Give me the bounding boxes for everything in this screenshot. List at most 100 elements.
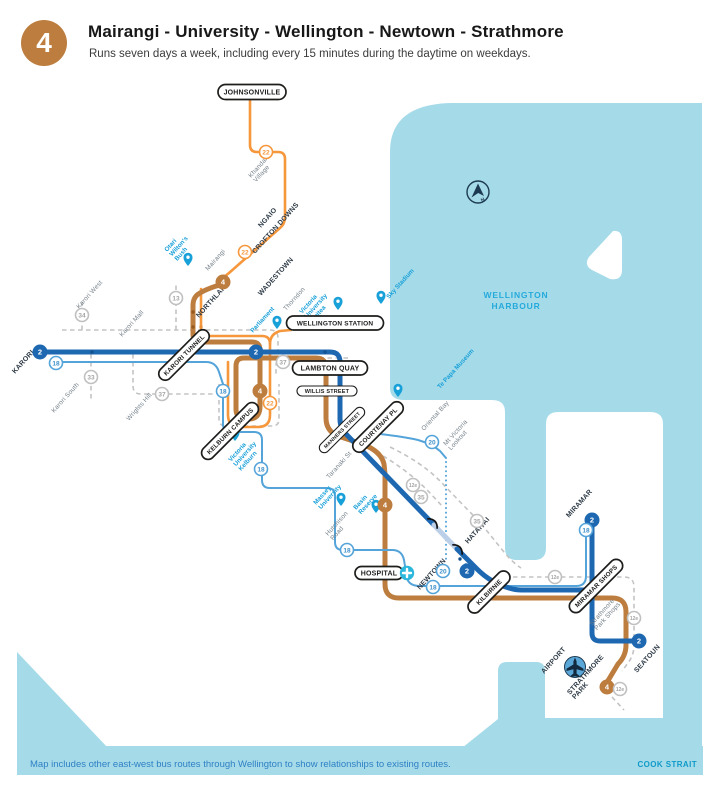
station-box-lambton-quay: LAMBTON QUAY xyxy=(291,360,369,376)
poi-pin-icon xyxy=(333,296,343,310)
station-box-outline xyxy=(157,328,211,382)
route-badge-number: 33 xyxy=(87,374,95,381)
poi-pin-icon xyxy=(336,492,346,506)
route-badge-18: 18 xyxy=(215,383,231,399)
route-badge-number: 18 xyxy=(52,360,60,367)
route-badge-circle xyxy=(275,354,291,370)
poi-pin-dot xyxy=(374,502,378,506)
route-badge-circle xyxy=(83,369,99,385)
route-badge-4: 4 xyxy=(377,497,393,513)
cook-strait-label: COOK STRAIT xyxy=(637,760,697,769)
route-badge-number: 4 xyxy=(605,683,610,692)
route-badge-circle xyxy=(424,434,440,450)
route-badge-circle xyxy=(631,633,647,649)
stop-dot xyxy=(323,350,327,354)
suburb-label-wadestown: WADESTOWN xyxy=(257,256,295,297)
stop-label-karorisouth: Karori South xyxy=(50,381,81,414)
route-badge-circle xyxy=(32,344,48,360)
water-south-of-airport xyxy=(545,718,663,748)
route-2-seatoun-branch xyxy=(589,587,639,644)
route-badge-18: 18 xyxy=(339,542,355,558)
dashed-route-12e-south xyxy=(611,696,625,711)
route-badge-number: 12e xyxy=(616,687,625,693)
route-badge-2: 2 xyxy=(32,344,48,360)
route-badge-4: 4 xyxy=(215,274,231,290)
station-box-label: WELLINGTON STATION xyxy=(297,320,374,327)
dashed-route-hataitai xyxy=(389,446,522,569)
route-badge-circle xyxy=(612,681,628,697)
poi-pin-icon xyxy=(376,290,386,304)
route-badge-circle xyxy=(425,579,441,595)
route-badge-number: 37 xyxy=(279,359,287,366)
route-badge-circle xyxy=(252,383,268,399)
route-badge-number: 18 xyxy=(429,584,437,591)
station-box-wellington-station: WELLINGTON STATION xyxy=(285,315,385,331)
route-badge-number: 12e xyxy=(409,483,418,489)
route-badge-circle xyxy=(547,569,563,585)
route-badge-circle xyxy=(405,477,421,493)
footer-note: Map includes other east-west bus routes … xyxy=(30,759,451,770)
station-box-outline xyxy=(467,570,511,614)
tunnel-portal-icon xyxy=(452,543,464,555)
station-box-johnsonville: JOHNSONVILLE xyxy=(217,83,287,101)
route-badge-12e: 12e xyxy=(626,610,642,626)
route-badge-13: 13 xyxy=(168,290,184,306)
poi-pin-dot xyxy=(396,386,400,390)
poi-pin-icon xyxy=(272,315,282,329)
water-cook-strait-strip xyxy=(17,746,703,775)
route-badge-number: 2 xyxy=(38,348,42,357)
station-box-label: LAMBTON QUAY xyxy=(301,366,360,373)
route-badge-circle xyxy=(48,355,64,371)
station-box-hospital: HOSPITAL xyxy=(354,565,404,581)
route-22-johnsonville xyxy=(217,98,287,283)
route-badge-number: 18 xyxy=(343,547,351,554)
station-box-outline xyxy=(200,401,260,461)
stop-dot xyxy=(191,325,195,329)
stop-label-hutchison-road: HutchisonRoad xyxy=(324,510,355,542)
route-badge-circle xyxy=(253,461,269,477)
dashed-route-karori xyxy=(62,329,279,352)
route-badge-number: 2 xyxy=(637,637,641,646)
stop-label-wrightshill: Wrights Hill xyxy=(125,392,153,422)
poi-pin-dot xyxy=(336,299,340,303)
station-box-label: WILLIS STREET xyxy=(305,389,350,395)
station-box-karori-tunnel: KARORI TUNNEL xyxy=(157,328,211,382)
route-badge-number: 13 xyxy=(172,295,180,302)
route-number: 4 xyxy=(36,27,52,58)
page-subtitle: Runs seven days a week, including every … xyxy=(89,48,531,60)
route-badge-2: 2 xyxy=(248,344,264,360)
route-badge-37: 37 xyxy=(154,386,170,402)
route-badge-number: 22 xyxy=(266,400,274,407)
route-badge-22: 22 xyxy=(258,144,274,160)
compass-icon xyxy=(466,180,490,204)
route-badge-number: 2 xyxy=(465,567,469,576)
station-box-outline xyxy=(291,360,369,376)
route-badge-circle xyxy=(339,542,355,558)
route-badge-circle xyxy=(435,563,451,579)
route-badge-12e: 12e xyxy=(612,681,628,697)
route-badge-number: 2 xyxy=(590,516,594,525)
route-badge-circle xyxy=(459,563,475,579)
route-badge-circle xyxy=(168,290,184,306)
route-badge-number: 4 xyxy=(383,501,388,510)
water-southwest-bay xyxy=(17,652,108,748)
stop-label-karoriwest: Karori West xyxy=(75,279,104,310)
route-badge-number: 12e xyxy=(551,575,560,581)
compass-north-label: N xyxy=(480,197,486,204)
route-badge-18: 18 xyxy=(48,355,64,371)
route-badge-number: 18 xyxy=(257,466,265,473)
route-badge-circle xyxy=(248,344,264,360)
stop-label-orientalbay: Oriental Bay xyxy=(420,399,451,432)
station-box-outline xyxy=(217,83,287,101)
route-badge-circle xyxy=(377,497,393,513)
page-title: Mairangi - University - Wellington - New… xyxy=(88,22,564,41)
water-wellington-harbour xyxy=(390,103,702,748)
station-box-outline xyxy=(568,558,624,614)
route-badge-33: 33 xyxy=(83,369,99,385)
route-badge-22: 22 xyxy=(237,244,253,260)
station-box-label: HOSPITAL xyxy=(361,571,398,578)
route-20 xyxy=(369,432,447,459)
route-badge-18: 18 xyxy=(253,461,269,477)
